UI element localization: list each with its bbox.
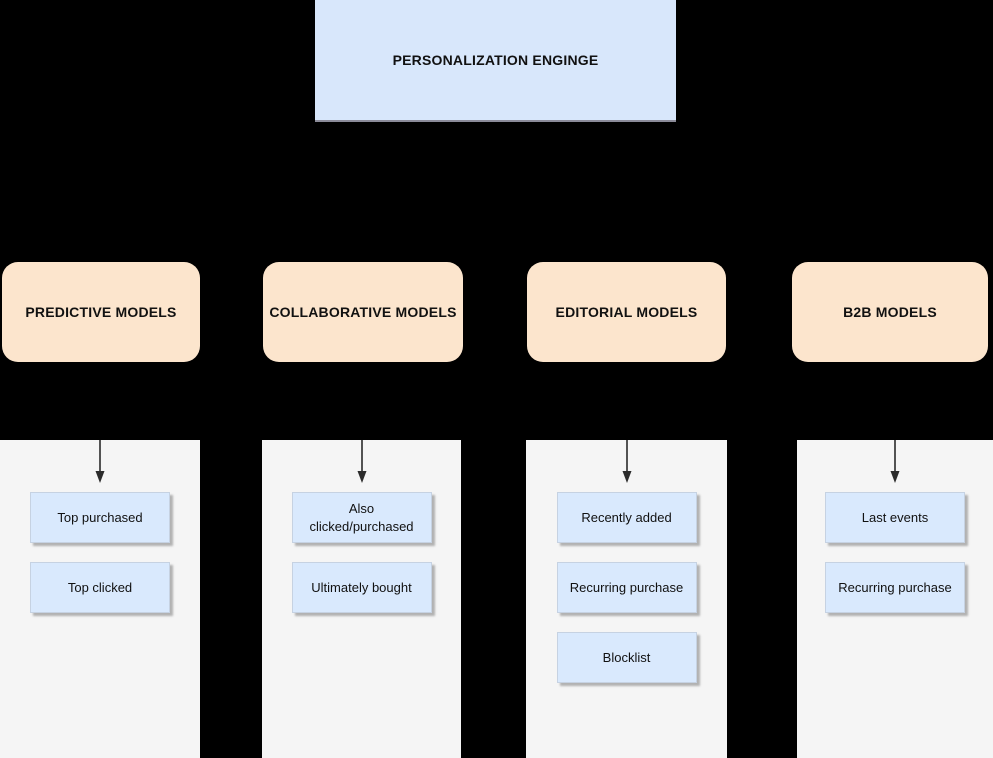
category-box-editorial-models: EDITORIAL MODELS bbox=[527, 262, 726, 362]
category-box-collaborative-models: COLLABORATIVE MODELS bbox=[263, 262, 463, 362]
panel-editorial-models: Recently added Recurring purchase Blockl… bbox=[526, 440, 727, 758]
arrow-down-icon bbox=[95, 440, 105, 483]
item-box-recurring-purchase: Recurring purchase bbox=[556, 562, 697, 613]
category-label: PREDICTIVE MODELS bbox=[25, 304, 177, 320]
personalization-engine-box: PERSONALIZATION ENGINGE bbox=[315, 0, 676, 122]
category-box-predictive-models: PREDICTIVE MODELS bbox=[2, 262, 200, 362]
category-label: EDITORIAL MODELS bbox=[555, 304, 698, 320]
item-box-last-events: Last events bbox=[825, 492, 965, 543]
diagram-title: PERSONALIZATION ENGINGE bbox=[392, 52, 599, 68]
item-box-top-purchased: Top purchased bbox=[30, 492, 170, 543]
item-box-also-clicked-purchased: Also clicked/purchased bbox=[291, 492, 432, 543]
panel-collaborative-models: Also clicked/purchased Ultimately bought bbox=[262, 440, 461, 758]
item-box-ultimately-bought: Ultimately bought bbox=[291, 562, 432, 613]
arrow-down-icon bbox=[622, 440, 631, 483]
item-box-recently-added: Recently added bbox=[556, 492, 697, 543]
category-label: B2B MODELS bbox=[843, 304, 937, 320]
arrow-down-icon bbox=[890, 440, 900, 483]
item-box-recurring-purchase: Recurring purchase bbox=[825, 562, 965, 613]
panel-predictive-models: Top purchased Top clicked bbox=[0, 440, 200, 758]
panel-b2b-models: Last events Recurring purchase bbox=[797, 440, 993, 758]
item-box-top-clicked: Top clicked bbox=[30, 562, 170, 613]
item-box-blocklist: Blocklist bbox=[556, 632, 697, 683]
arrow-down-icon bbox=[357, 440, 366, 483]
category-box-b2b-models: B2B MODELS bbox=[792, 262, 988, 362]
category-label: COLLABORATIVE MODELS bbox=[269, 304, 457, 320]
